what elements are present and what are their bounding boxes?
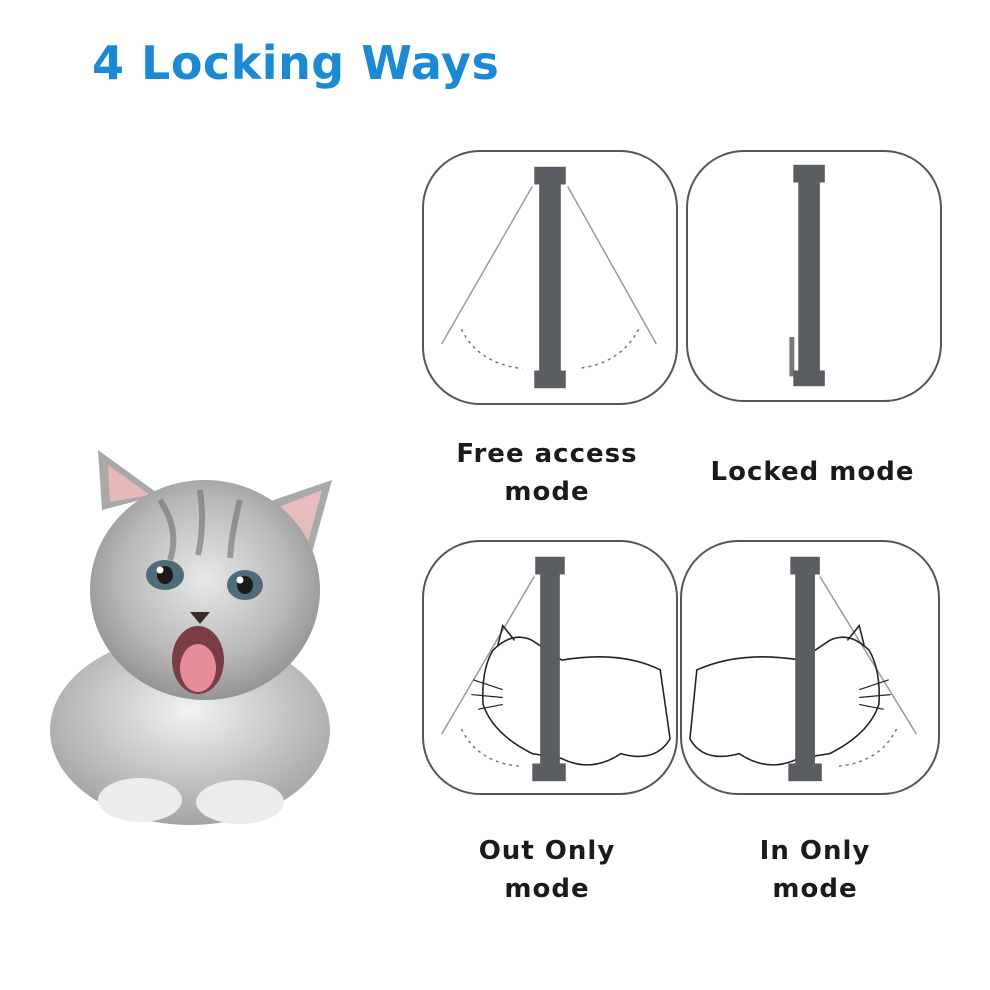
caption-locked: Locked mode (700, 453, 925, 491)
caption-line: mode (504, 874, 590, 904)
flap-bar-icon (789, 164, 825, 387)
caption-out-only: Out Only mode (447, 832, 647, 908)
caption-line: mode (504, 477, 590, 507)
cat-outline-icon (689, 556, 917, 782)
out-only-diagram (422, 540, 678, 795)
caption-line: Out Only (478, 836, 616, 866)
flap-bar-icon (441, 166, 657, 389)
caption-line: In Only (759, 836, 871, 866)
kitten-photo (50, 450, 332, 825)
page-title: 4 Locking Ways (92, 36, 500, 90)
caption-free-access: Free access mode (447, 435, 647, 511)
free-access-diagram (422, 150, 678, 405)
locked-mode-diagram (686, 150, 942, 402)
caption-in-only: In Only mode (715, 832, 915, 908)
in-only-diagram (680, 540, 940, 795)
cat-outline-icon (441, 556, 671, 782)
caption-line: mode (772, 874, 858, 904)
caption-line: Free access (456, 439, 638, 469)
caption-line: Locked mode (710, 457, 915, 487)
